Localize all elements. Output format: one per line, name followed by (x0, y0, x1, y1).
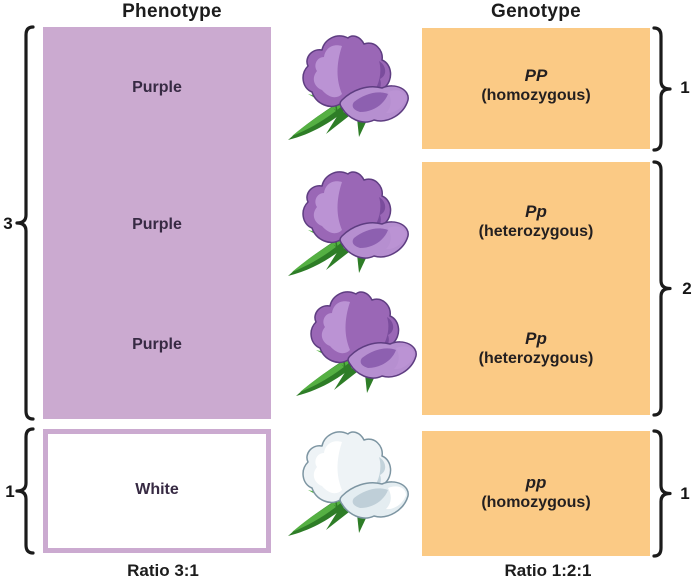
genotype-box-PP (422, 28, 650, 149)
phenotype-label-white: White (135, 481, 179, 498)
phenotype-purple-box (43, 27, 271, 419)
genotype-count-PP: 1 (680, 78, 690, 97)
zygosity-text: (homozygous) (481, 494, 591, 511)
phenotype-white-box (43, 429, 271, 553)
brace-pp-genotype (652, 429, 672, 558)
allele-text: pp (525, 473, 547, 492)
allele-text: PP (524, 66, 548, 85)
genotype-label-pp: pp (homozygous) (422, 473, 650, 512)
brace-white-phenotype (15, 427, 35, 555)
brace-Pp-genotype (652, 160, 672, 417)
genotype-column-header: Genotype (490, 1, 582, 22)
phenotype-count-purple: 3 (3, 214, 13, 233)
zygosity-text: (heterozygous) (478, 350, 594, 367)
purple-flower-illustration (292, 286, 432, 406)
genotype-box-Pp (422, 162, 650, 415)
genotype-label-Pp-1: Pp (heterozygous) (422, 202, 650, 241)
phenotype-column-header: Phenotype (122, 1, 222, 22)
phenotype-label-purple-3: Purple (132, 336, 182, 353)
phenotype-label-purple-1: Purple (132, 79, 182, 96)
purple-flower-illustration (284, 30, 424, 150)
allele-text: Pp (525, 202, 547, 221)
allele-text: Pp (525, 329, 547, 348)
genotype-box-pp (422, 431, 650, 556)
phenotype-label-purple-2: Purple (132, 216, 182, 233)
genotype-count-pp: 1 (680, 484, 690, 503)
purple-flower-illustration (284, 166, 424, 286)
genotype-ratio-label: Ratio 1:2:1 (504, 561, 592, 580)
zygosity-text: (heterozygous) (478, 223, 594, 240)
brace-purple-phenotype (15, 25, 35, 421)
phenotype-count-white: 1 (5, 482, 15, 501)
phenotype-ratio-label: Ratio 3:1 (127, 561, 199, 580)
white-flower-illustration (284, 426, 424, 546)
genotype-label-Pp-2: Pp (heterozygous) (422, 329, 650, 368)
genotype-label-PP: PP (homozygous) (422, 66, 650, 105)
brace-PP-genotype (652, 26, 672, 152)
genotype-count-Pp: 2 (682, 279, 692, 298)
zygosity-text: (homozygous) (481, 87, 591, 104)
